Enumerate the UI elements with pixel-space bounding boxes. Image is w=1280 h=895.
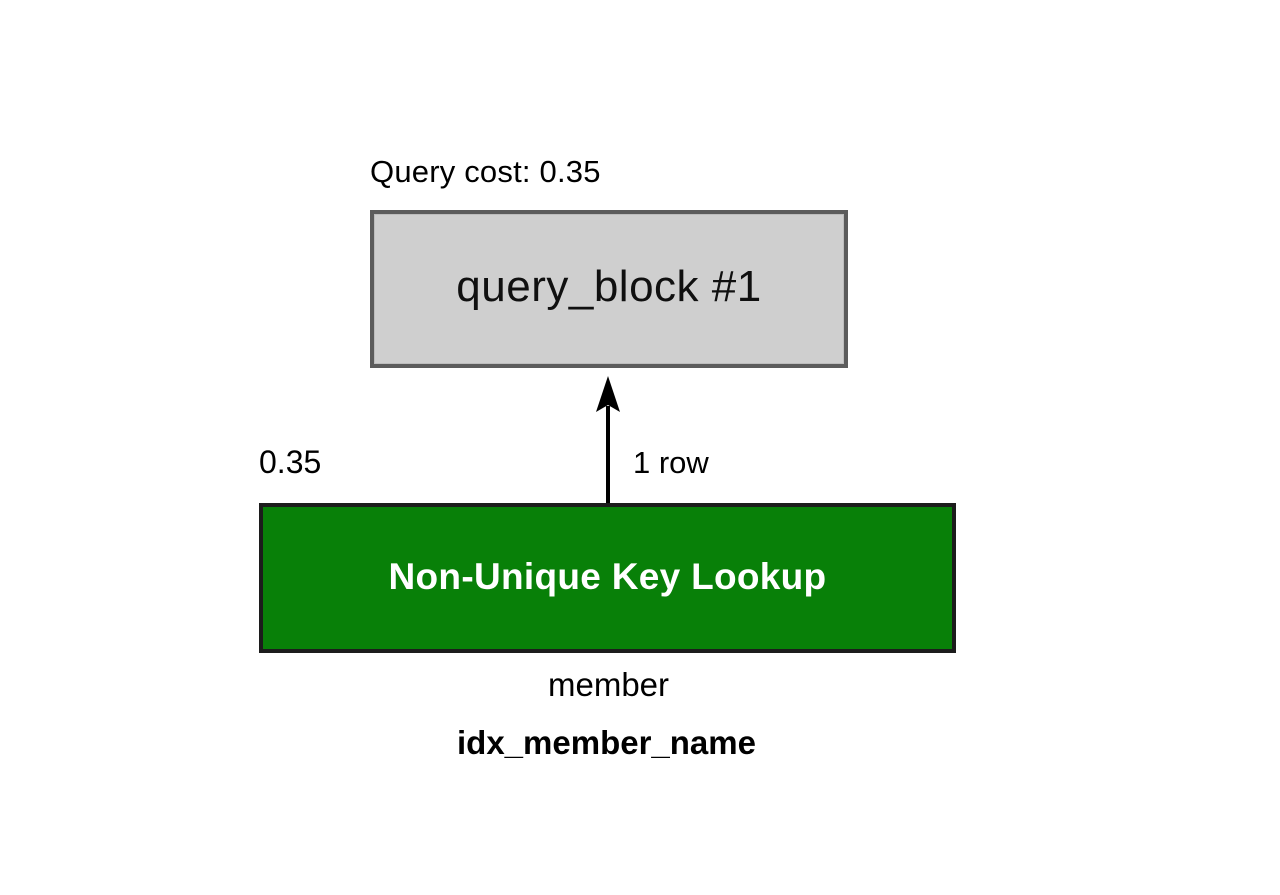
index-name-label: idx_member_name bbox=[457, 724, 756, 761]
table-name-label: member bbox=[547, 666, 670, 703]
query-block-node[interactable]: query_block #1 bbox=[370, 210, 848, 368]
query-block-label: query_block #1 bbox=[456, 262, 762, 311]
query-cost-label: Query cost: 0.35 bbox=[370, 154, 601, 189]
edge-rows-label: 1 row bbox=[633, 445, 709, 480]
non-unique-key-lookup-node[interactable]: Non-Unique Key Lookup bbox=[259, 503, 956, 653]
edge-cost-label: 0.35 bbox=[259, 444, 322, 480]
non-unique-key-lookup-label: Non-Unique Key Lookup bbox=[388, 556, 827, 597]
edge-arrow-connector bbox=[596, 376, 620, 510]
